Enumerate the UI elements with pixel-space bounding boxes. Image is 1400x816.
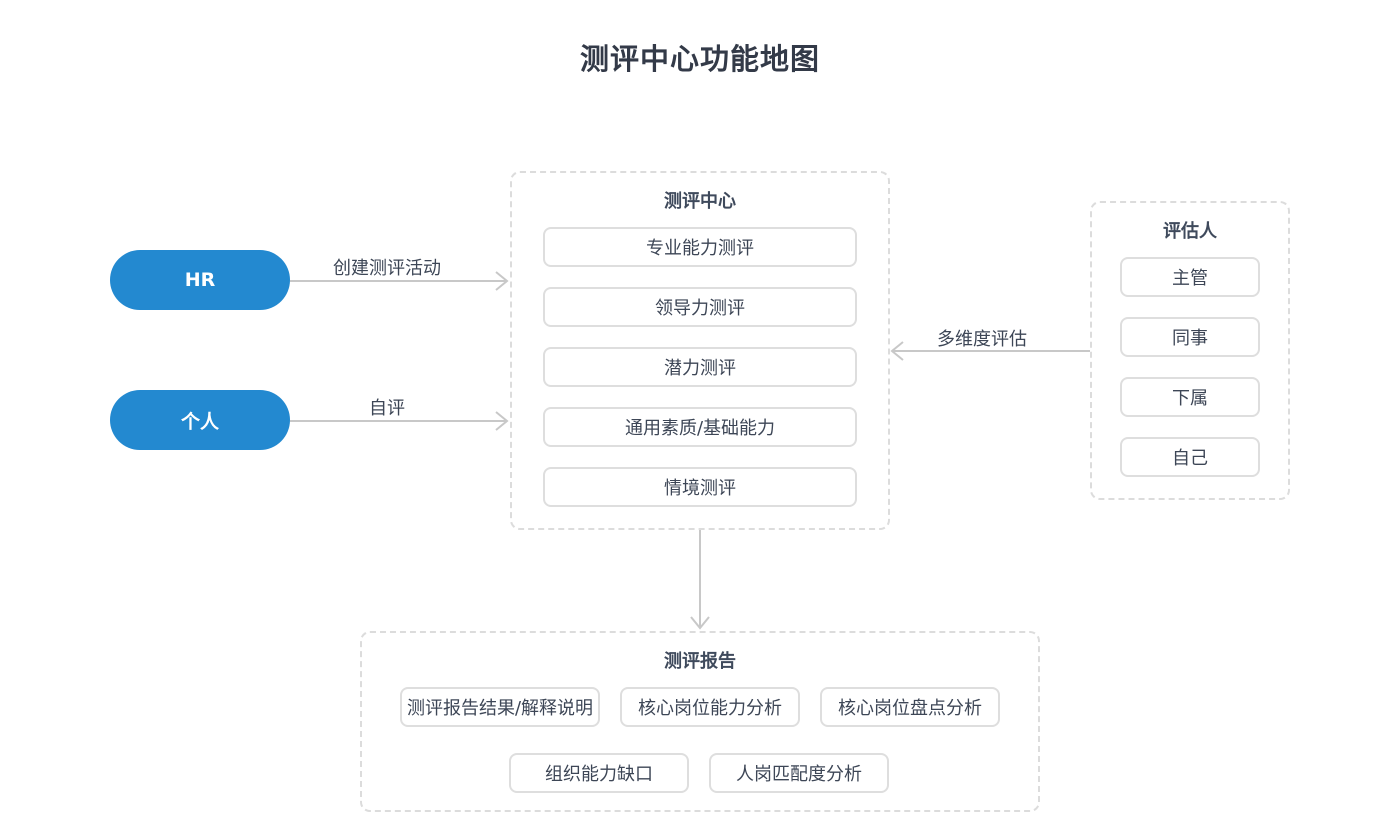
individual-arrowhead <box>495 411 509 431</box>
hr-arrowhead <box>495 271 509 291</box>
evaluators-title: 评估人 <box>1163 221 1217 242</box>
evaluator-item-self[interactable]: 自己 <box>1120 437 1260 477</box>
report-item-capability-gap[interactable]: 组织能力缺口 <box>509 753 689 793</box>
center-item-leadership[interactable]: 领导力测评 <box>543 287 857 327</box>
create-activity-label: 创建测评活动 <box>333 258 441 279</box>
evaluator-item-peer[interactable]: 同事 <box>1120 317 1260 357</box>
multi-dim-eval-label: 多维度评估 <box>937 329 1027 350</box>
report-arrowhead <box>690 616 710 630</box>
evaluator-item-supervisor[interactable]: 主管 <box>1120 257 1260 297</box>
report-title: 测评报告 <box>664 651 736 672</box>
assessment-center-title: 测评中心 <box>664 191 736 212</box>
evaluator-item-subordinate[interactable]: 下属 <box>1120 377 1260 417</box>
report-group: 测评报告 <box>360 631 1040 812</box>
self-eval-label: 自评 <box>369 398 405 419</box>
center-item-general[interactable]: 通用素质/基础能力 <box>543 407 857 447</box>
report-item-results[interactable]: 测评报告结果/解释说明 <box>400 687 600 727</box>
report-item-core-ability[interactable]: 核心岗位能力分析 <box>620 687 800 727</box>
evaluators-arrowhead <box>890 341 904 361</box>
diagram-title: 测评中心功能地图 <box>579 42 820 76</box>
report-item-core-inventory[interactable]: 核心岗位盘点分析 <box>820 687 1000 727</box>
individual-node[interactable]: 个人 <box>110 390 290 450</box>
center-item-potential[interactable]: 潜力测评 <box>543 347 857 387</box>
center-item-professional[interactable]: 专业能力测评 <box>543 227 857 267</box>
report-item-job-match[interactable]: 人岗匹配度分析 <box>709 753 889 793</box>
hr-node[interactable]: HR <box>110 250 290 310</box>
center-item-situational[interactable]: 情境测评 <box>543 467 857 507</box>
evaluators-group: 评估人 <box>1090 201 1290 500</box>
assessment-center-group: 测评中心 <box>510 171 890 530</box>
